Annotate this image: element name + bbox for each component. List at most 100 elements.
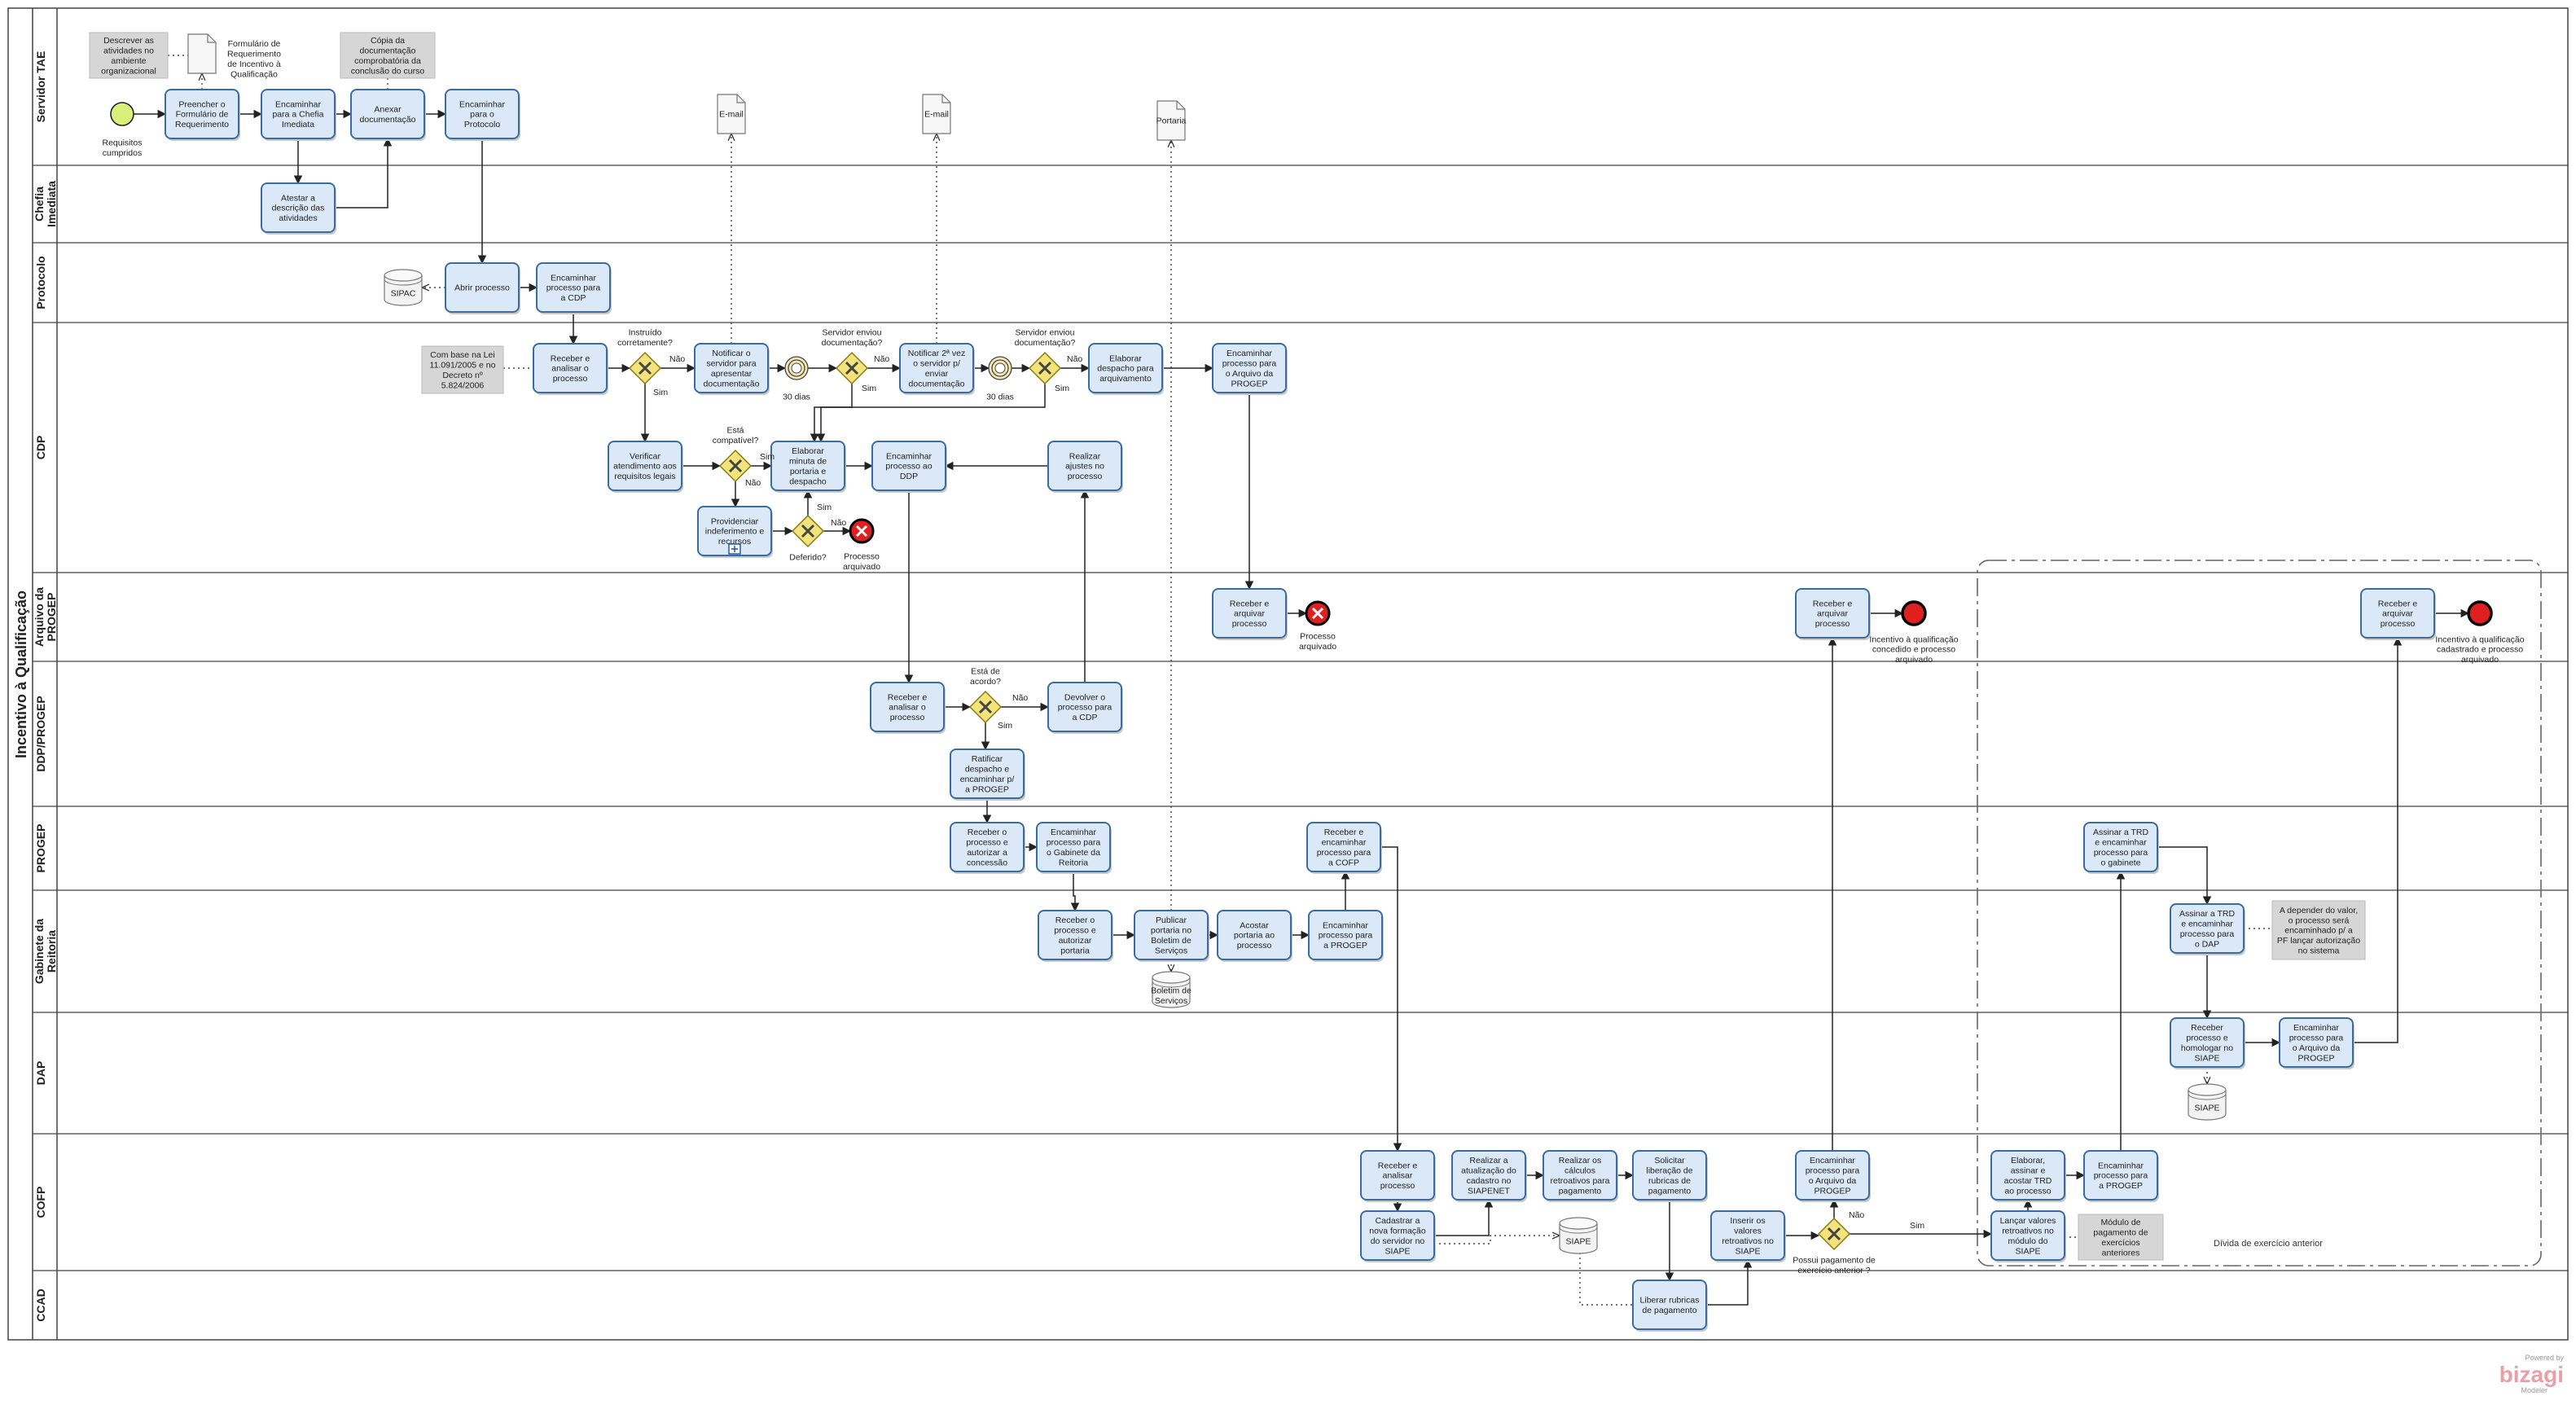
artifact-db3: SIAPE (1559, 1217, 1598, 1254)
flow-label-nao: Não (1067, 354, 1082, 364)
database-top (2188, 1083, 2227, 1096)
pool-border (7, 7, 2569, 1341)
event-label: 30 dias (783, 393, 810, 402)
association (1434, 1236, 1560, 1245)
artifact-doc2: E-mail (717, 94, 746, 134)
task-box (1308, 910, 1383, 960)
task-box (1047, 682, 1122, 732)
database-ring (2188, 1093, 2227, 1100)
branding-powered: Powered by (2525, 1354, 2564, 1362)
task-box (2170, 903, 2245, 954)
sequence-flow (810, 384, 853, 443)
pool-title: Incentivo à Qualificação (13, 590, 29, 758)
task-box (2083, 822, 2158, 872)
task-box (1451, 1150, 1526, 1201)
document-fold (207, 34, 216, 43)
bizagi-logo: bizagi (2499, 1362, 2564, 1387)
task-box (2279, 1017, 2354, 1068)
flow-label-sim: Sim (862, 384, 876, 393)
task-box (1038, 910, 1112, 960)
flow-label-nao: Não (669, 354, 685, 364)
task-box (1036, 822, 1111, 872)
artifact-label: SIAPE (1566, 1237, 1591, 1247)
database-icon (1559, 1223, 1598, 1254)
start-event (110, 102, 134, 126)
sequence-flow (1706, 1258, 1753, 1306)
database-icon (2188, 1090, 2227, 1121)
clock-icon (994, 362, 1006, 374)
plus-icon (731, 546, 738, 552)
task-box (1217, 910, 1292, 960)
database-top (384, 269, 423, 282)
task-box (261, 89, 336, 139)
database-ring (384, 279, 423, 286)
flow-label-nao: Não (874, 354, 889, 364)
task-box (1795, 588, 1870, 639)
task-box (1632, 1150, 1707, 1201)
task-t6: Abrir processo (445, 262, 520, 314)
artifact-doc4: Portaria (1156, 100, 1187, 141)
task-box (1212, 343, 1287, 393)
task-box (950, 749, 1025, 799)
task-box (1306, 822, 1381, 872)
task-box (1710, 1210, 1785, 1261)
document-icon (922, 94, 951, 134)
lane-label: DDP/PROGEP (34, 696, 47, 771)
artifact-label: E-mail (719, 110, 744, 120)
flow-label-sim: Sim (1055, 384, 1069, 393)
annotation-box (2271, 900, 2366, 960)
end-event (2467, 600, 2493, 626)
document-fold (1176, 101, 1185, 110)
task-box (1134, 910, 1209, 960)
database-ring (1559, 1227, 1598, 1234)
task-box (1990, 1210, 2065, 1261)
